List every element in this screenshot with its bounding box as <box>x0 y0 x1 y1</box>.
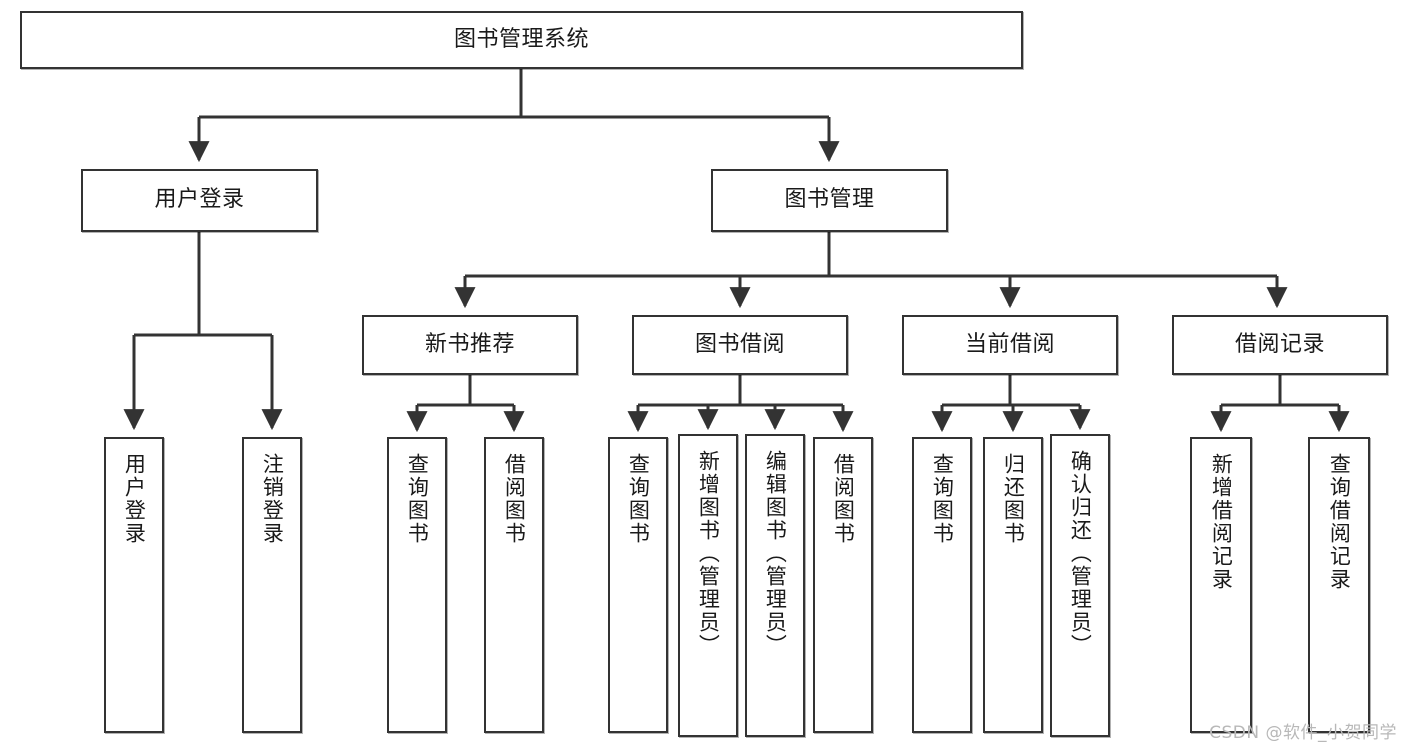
node-label: 图书借阅 <box>694 331 785 357</box>
node-label: 用户登录 <box>122 453 147 545</box>
node-label: 注销登录 <box>260 453 285 545</box>
level2-node[interactable]: 用户登录 <box>81 169 318 232</box>
leaf-node[interactable]: 查询图书 <box>608 437 668 733</box>
leaf-node[interactable]: 借阅图书 <box>813 437 873 733</box>
leaf-node[interactable]: 注销登录 <box>242 437 302 733</box>
node-label: 新增图书（管理员） <box>696 450 721 657</box>
node-label: 编辑图书（管理员） <box>763 450 788 657</box>
leaf-node[interactable]: 确认归还（管理员） <box>1050 434 1110 737</box>
leaf-node[interactable]: 归还图书 <box>983 437 1043 733</box>
node-label: 归还图书 <box>1001 453 1026 545</box>
node-label: 新增借阅记录 <box>1209 453 1234 591</box>
node-label: 借阅图书 <box>831 453 856 545</box>
leaf-node[interactable]: 查询图书 <box>387 437 447 733</box>
node-label: 查询图书 <box>626 453 651 545</box>
leaf-node[interactable]: 用户登录 <box>104 437 164 733</box>
level2-node[interactable]: 图书管理 <box>711 169 948 232</box>
node-label: 确认归还（管理员） <box>1068 450 1093 657</box>
node-label: 查询图书 <box>930 453 955 545</box>
leaf-node[interactable]: 查询借阅记录 <box>1308 437 1370 733</box>
node-label: 查询图书 <box>405 453 430 545</box>
leaf-node[interactable]: 编辑图书（管理员） <box>745 434 805 737</box>
leaf-node[interactable]: 新增借阅记录 <box>1190 437 1252 733</box>
node-label: 用户登录 <box>154 187 245 213</box>
node-label: 借阅图书 <box>502 453 527 545</box>
level3-node[interactable]: 借阅记录 <box>1172 315 1388 375</box>
csdn-watermark: CSDN @软件_小贺同学 <box>1209 723 1397 743</box>
leaf-node[interactable]: 借阅图书 <box>484 437 544 733</box>
level3-node[interactable]: 图书借阅 <box>632 315 848 375</box>
node-label: 新书推荐 <box>424 331 515 357</box>
level3-node[interactable]: 新书推荐 <box>362 315 578 375</box>
node-label: 借阅记录 <box>1234 331 1325 357</box>
root-node[interactable]: 图书管理系统 <box>20 11 1023 69</box>
node-label: 图书管理 <box>784 187 875 213</box>
node-label: 图书管理系统 <box>453 26 589 52</box>
leaf-node[interactable]: 查询图书 <box>912 437 972 733</box>
leaf-node[interactable]: 新增图书（管理员） <box>678 434 738 737</box>
node-label: 当前借阅 <box>964 331 1055 357</box>
level3-node[interactable]: 当前借阅 <box>902 315 1118 375</box>
node-label: 查询借阅记录 <box>1327 453 1352 591</box>
